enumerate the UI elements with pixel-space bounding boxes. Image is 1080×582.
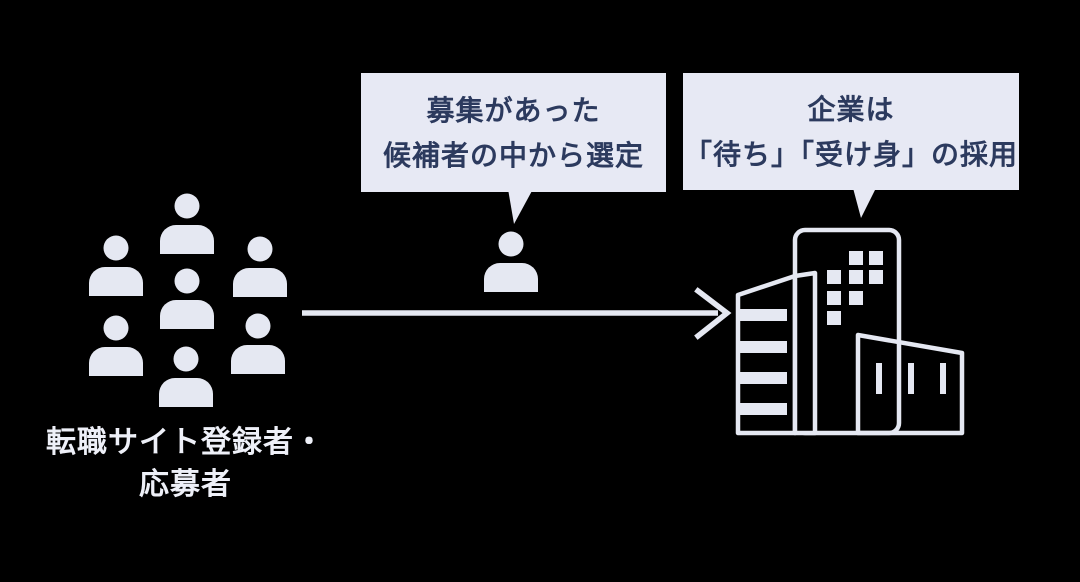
- candidate-bubble-tail: [508, 189, 533, 224]
- applicant-group-label-line1: 転職サイト登録者・: [46, 426, 325, 459]
- applicant-group-label-line2: 応募者: [139, 468, 232, 501]
- applicant-group-label: 転職サイト登録者・ 応募者: [33, 422, 338, 506]
- right-building-slits: [876, 363, 946, 394]
- left-building-stripes: [740, 309, 787, 415]
- candidate-bubble-line2: 候補者の中から選定: [382, 139, 644, 171]
- person-group-icon: [89, 193, 287, 407]
- candidate-bubble-line1: 募集があった: [426, 94, 601, 126]
- flow-arrow-icon: [302, 287, 732, 340]
- candidate-person-icon: [484, 231, 538, 292]
- tower-windows: [827, 251, 883, 325]
- company-bubble-line1: 企業は: [807, 93, 895, 125]
- candidate-speech-bubble: 募集があった 候補者の中から選定: [361, 73, 666, 192]
- company-speech-bubble: 企業は 「待ち」「受け身」の採用: [683, 73, 1019, 190]
- company-building-icon: [735, 227, 965, 436]
- company-bubble-tail: [853, 188, 876, 218]
- company-bubble-line2: 「待ち」「受け身」の採用: [683, 138, 1018, 170]
